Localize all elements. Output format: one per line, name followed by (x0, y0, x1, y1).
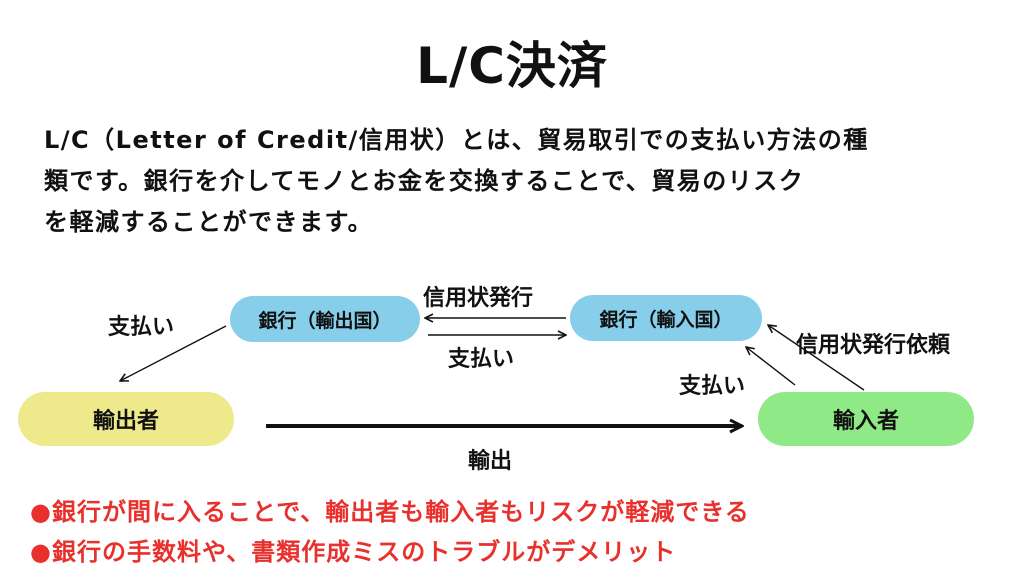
intro-line-2: 類です。銀行を介してモノとお金を交換することで、貿易のリスク (44, 167, 805, 195)
intro-line-1: L/C（Letter of Credit/信用状）とは、貿易取引での支払い方法の… (44, 126, 869, 154)
label-payment-from-importer: 支払い (679, 374, 746, 399)
importer-node: 輸入者 (758, 392, 974, 446)
note-demerit: ●銀行の手数料や、書類作成ミスのトラブルがデメリット (30, 538, 677, 566)
bank-import-country: 銀行（輸入国） (570, 295, 762, 341)
note-merit: ●銀行が間に入ることで、輸出者も輸入者もリスクが軽減できる (30, 498, 750, 526)
arrow-lc-request (768, 325, 865, 391)
label-lc-request: 信用状発行依頼 (796, 333, 951, 358)
label-export: 輸出 (468, 449, 513, 474)
exporter-node: 輸出者 (18, 392, 234, 446)
label-lc-issue: 信用状発行 (423, 286, 534, 311)
page-title: L/C決済 (416, 37, 608, 95)
label-bank-payment: 支払い (448, 347, 515, 372)
arrow-payment-to-exporter (120, 325, 227, 381)
intro-line-3: を軽減することができます。 (44, 208, 374, 236)
label-payment-to-exporter: 支払い (108, 315, 175, 340)
arrow-payment-from-importer (746, 347, 796, 386)
bank-export-country: 銀行（輸出国） (230, 296, 420, 342)
intro-text: L/C（Letter of Credit/信用状）とは、貿易取引での支払い方法の… (44, 120, 1004, 243)
